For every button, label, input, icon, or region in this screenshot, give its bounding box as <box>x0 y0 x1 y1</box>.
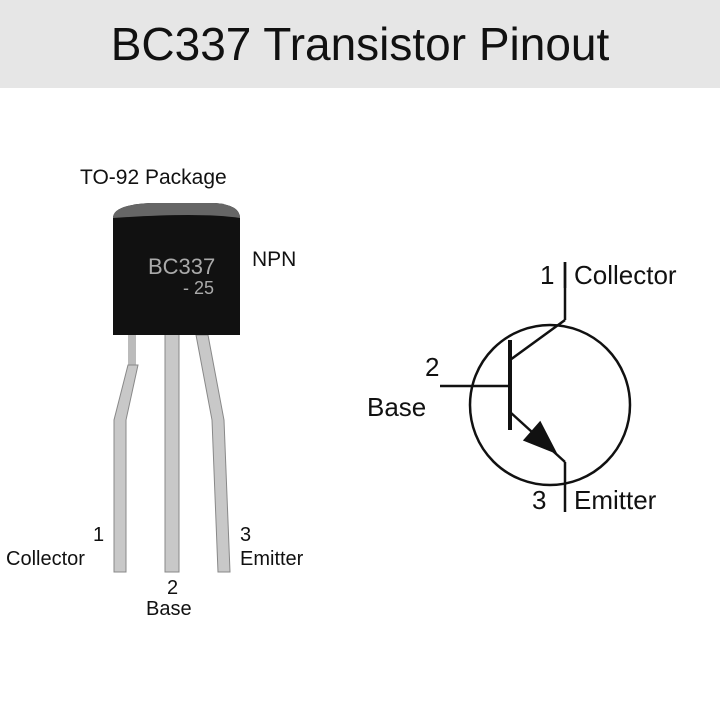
sym-pin2-num: 2 <box>425 352 440 382</box>
emitter-arrow <box>522 420 558 455</box>
pkg-pin3-num: 3 <box>240 524 252 546</box>
type-label: NPN <box>252 248 297 271</box>
base-lead <box>164 329 180 573</box>
sym-pin1-num: 1 <box>540 260 555 290</box>
sym-pin2-name: Base <box>367 392 427 422</box>
marking-line1: BC337 <box>148 254 216 279</box>
collector-lead <box>113 364 139 573</box>
sym-pin3-name: Emitter <box>574 485 657 515</box>
transistor-package <box>113 203 240 573</box>
transistor-body <box>113 203 240 335</box>
marking-line2: - 25 <box>183 278 215 298</box>
npn-symbol <box>440 262 632 512</box>
page-title: BC337 Transistor Pinout <box>0 0 720 88</box>
emitter-lead <box>195 334 231 573</box>
sym-pin3-num: 3 <box>532 485 547 515</box>
pkg-pin3-name: Emitter <box>240 548 304 570</box>
pkg-pin1-name: Collector <box>6 548 85 570</box>
sym-pin1-name: Collector <box>574 260 677 290</box>
pkg-pin2-name: Base <box>146 598 192 620</box>
package-label: TO-92 Package <box>80 166 227 189</box>
pkg-pin2-num: 2 <box>167 577 179 599</box>
pkg-pin1-num: 1 <box>93 524 105 546</box>
